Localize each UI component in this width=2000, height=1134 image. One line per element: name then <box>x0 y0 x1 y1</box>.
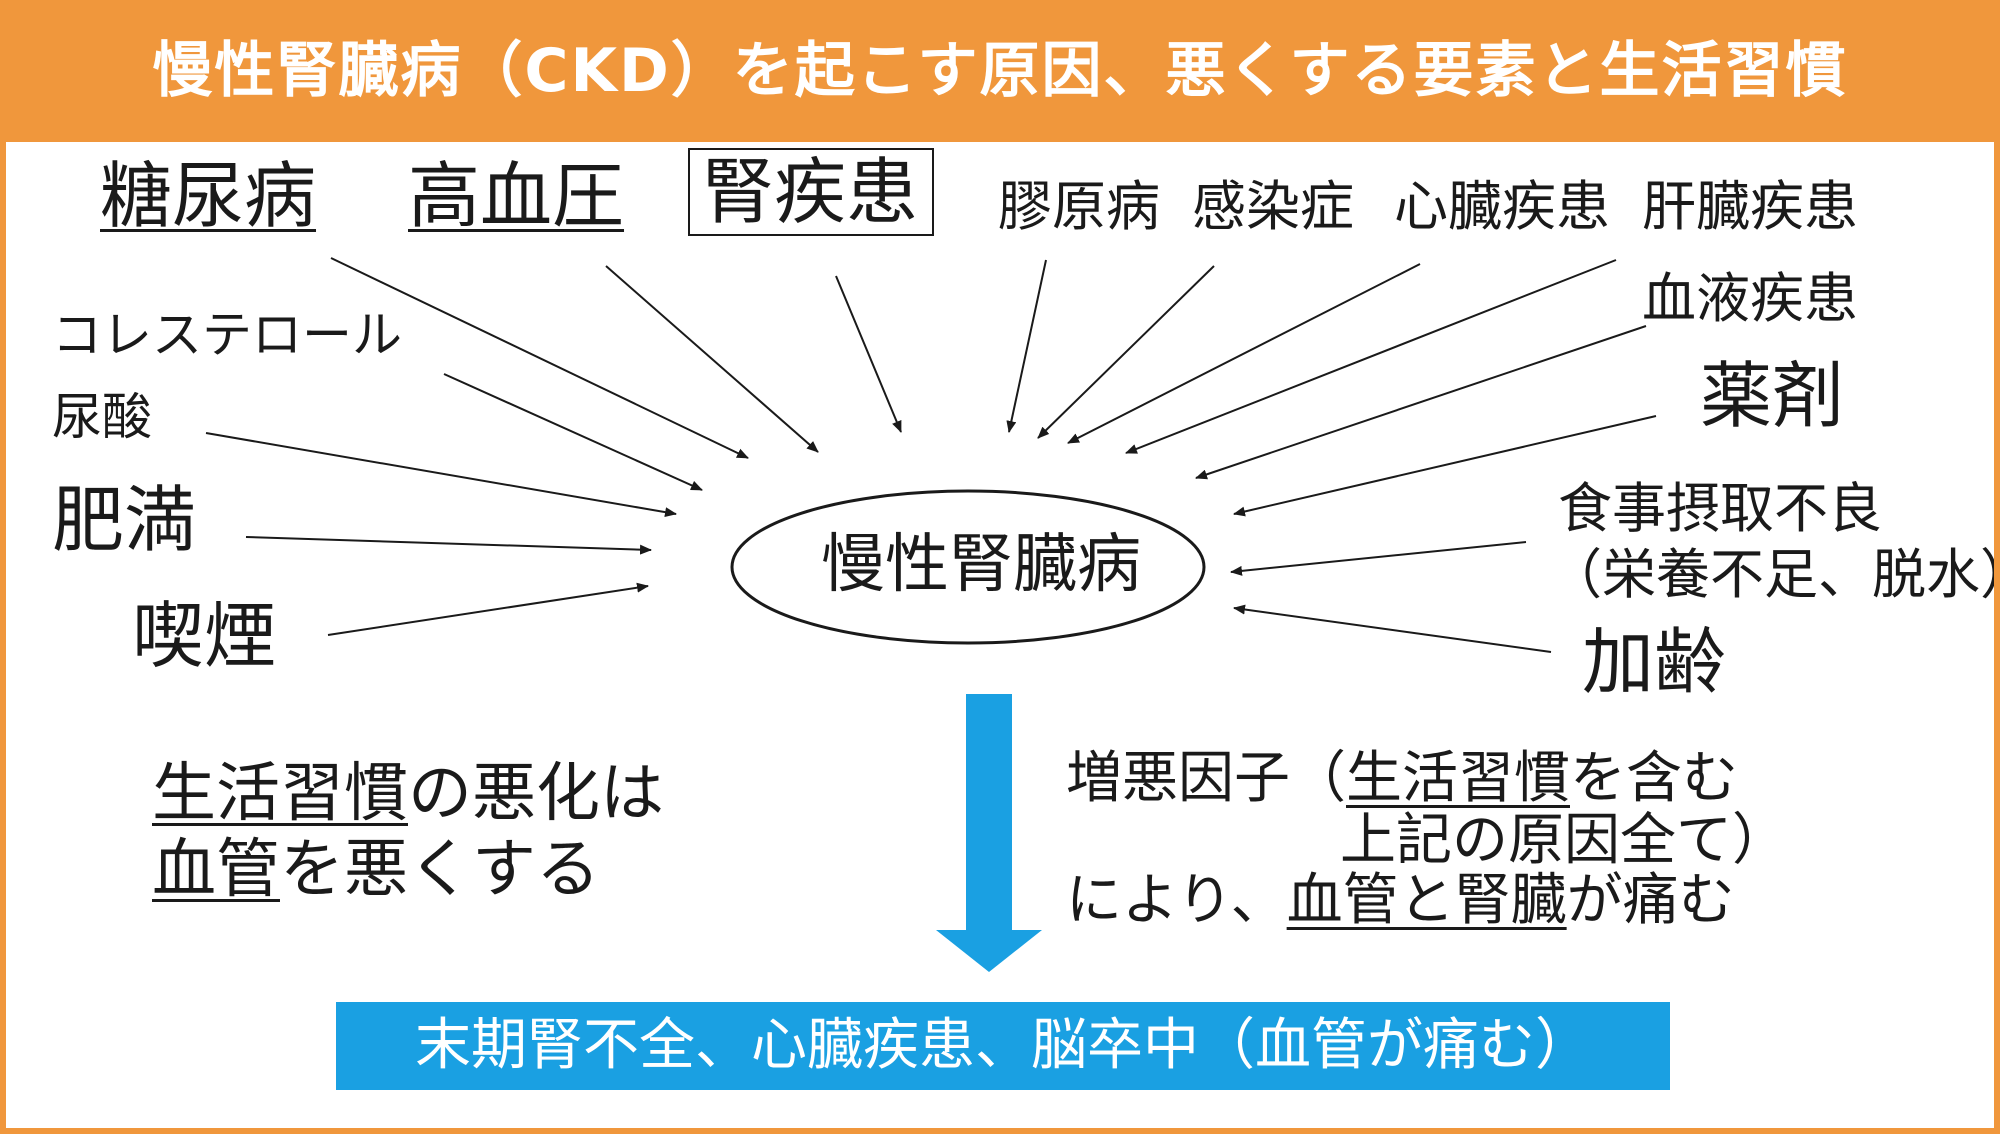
title-bar: 慢性腎臓病（CKD）を起こす原因、悪くする要素と生活習慣 <box>6 0 1994 142</box>
aggravation-l1-b: 生活習慣 <box>1346 746 1570 811</box>
cause-kidney-disease: 腎疾患 <box>688 148 935 236</box>
lifestyle-note-line2: 血管を悪くする <box>152 833 600 908</box>
arrow-cholesterol <box>443 373 703 491</box>
aggravation-note-line2: 上記の原因全て） <box>1340 808 1788 873</box>
arrow-diabetes <box>330 257 749 459</box>
arrow-obesity <box>245 536 652 555</box>
cause-collagen: 膠原病 <box>998 175 1160 238</box>
aggravation-l3-b: 血管と腎臓 <box>1286 868 1567 933</box>
factor-aging: 加齢 <box>1582 620 1727 704</box>
cause-liver: 肝臓疾患 <box>1642 175 1858 238</box>
aggravation-l3-c: が痛む <box>1566 868 1735 933</box>
arrow-smoking <box>327 582 649 636</box>
aggravation-l1-a: 増悪因子（ <box>1066 746 1346 811</box>
factor-drugs: 薬剤 <box>1700 354 1845 438</box>
factor-diet-line1: 食事摂取不良 <box>1558 477 1882 540</box>
factor-smoking: 喫煙 <box>132 594 277 678</box>
page-title: 慢性腎臓病（CKD）を起こす原因、悪くする要素と生活習慣 <box>152 36 1848 106</box>
arrow-uric-acid <box>205 432 677 518</box>
arrow-blood <box>1195 325 1647 480</box>
cause-heart: 心臓疾患 <box>1394 175 1610 238</box>
factor-uric-acid: 尿酸 <box>52 388 152 446</box>
cause-arrows <box>205 257 1657 653</box>
arrow-liver <box>1125 259 1617 454</box>
aggravation-note-line1: 増悪因子（生活習慣を含む <box>1066 748 1738 810</box>
arrow-infection <box>1037 265 1215 439</box>
lifestyle-note-text1: の悪化は <box>408 757 664 831</box>
factor-diet-line2: （栄養不足、脱水） <box>1548 543 2000 606</box>
aggravation-l1-c: を含む <box>1570 746 1738 811</box>
arrow-diet <box>1230 541 1527 576</box>
cause-infection: 感染症 <box>1192 175 1354 238</box>
factor-cholesterol: コレステロール <box>52 306 402 364</box>
center-label: 慢性腎臓病 <box>821 528 1141 602</box>
cause-diabetes: 糖尿病 <box>100 154 317 238</box>
center-ellipse <box>730 489 1206 645</box>
arrow-drugs <box>1233 415 1657 517</box>
cause-hypertension: 高血圧 <box>408 154 625 238</box>
arrow-layer <box>205 257 1657 972</box>
down-arrow-head <box>936 930 1042 972</box>
lifestyle-note-term: 生活習慣 <box>152 757 408 831</box>
arrow-heart <box>1067 263 1421 444</box>
aggravation-l3-a: により、 <box>1066 868 1287 933</box>
lifestyle-note-vessel: 血管 <box>152 833 280 907</box>
lifestyle-note-line1: 生活習慣の悪化は <box>152 757 664 832</box>
aggravation-note-line3: により、血管と腎臓が痛む <box>1066 870 1735 932</box>
lifestyle-note-text2: を悪くする <box>280 833 600 907</box>
arrow-aging <box>1233 604 1552 653</box>
arrow-hypertension <box>605 265 819 453</box>
cause-blood: 血液疾患 <box>1642 267 1858 330</box>
arrow-collagen <box>1006 259 1047 433</box>
outcome-text: 末期腎不全、心臓疾患、脳卒中（血管が痛む） <box>415 1013 1591 1078</box>
down-arrow-shaft <box>966 694 1012 934</box>
down-arrow <box>936 694 1042 972</box>
arrow-kidney-disease <box>835 275 902 433</box>
factor-obesity: 肥満 <box>52 478 197 562</box>
outcome-box: 末期腎不全、心臓疾患、脳卒中（血管が痛む） <box>336 1002 1670 1090</box>
